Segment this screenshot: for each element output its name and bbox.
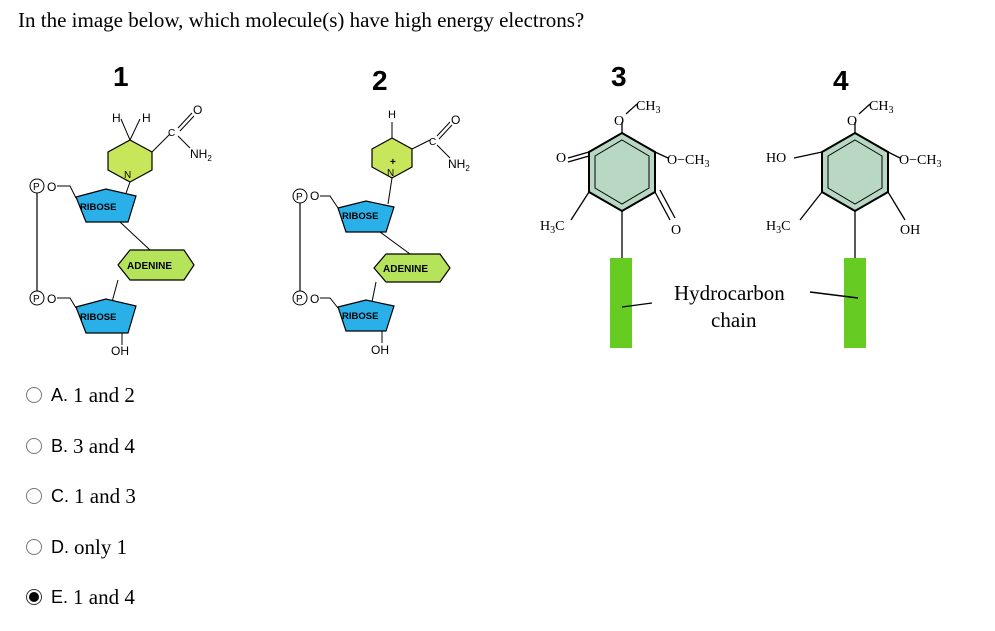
phosphate-2-top [292, 188, 308, 204]
option-a-text: 1 and 2 [73, 382, 135, 407]
svg-text:O: O [193, 103, 202, 117]
hydrocarbon-label-line1: Hydrocarbon [674, 281, 785, 305]
svg-text:RIBOSE: RIBOSE [80, 202, 116, 213]
svg-text:H3C: H3C [540, 219, 564, 236]
svg-text:N: N [124, 170, 131, 181]
svg-text:P: P [296, 192, 303, 203]
option-c-letter: C. [51, 485, 69, 506]
quinone-ring-3 [588, 131, 656, 213]
phosphate-1-bottom [29, 290, 45, 306]
svg-text:O: O [451, 113, 460, 127]
option-b-text: 3 and 4 [73, 433, 135, 458]
option-b[interactable]: B. 3 and 4 [26, 431, 135, 461]
ribose-2-bottom [337, 299, 395, 332]
svg-text:H: H [112, 111, 121, 125]
option-e-letter: E. [51, 586, 69, 607]
svg-text:P: P [296, 294, 303, 305]
ribose-1-top [75, 188, 137, 223]
svg-text:CH3: CH3 [636, 99, 660, 116]
svg-text:O: O [671, 223, 681, 238]
svg-text:CH3: CH3 [869, 99, 893, 116]
svg-text:OH: OH [111, 344, 129, 358]
molecule-figure: 1 2 3 4 P O P O H H N C O NH2 RIBOSE [29, 61, 941, 358]
svg-text:ADENINE: ADENINE [127, 261, 172, 272]
hydrocarbon-chain-3 [610, 258, 632, 348]
option-a-letter: A. [51, 384, 69, 405]
radio-selected-dot [29, 592, 39, 602]
svg-text:H3C: H3C [766, 219, 790, 236]
svg-text:HO: HO [766, 151, 786, 166]
svg-text:+: + [390, 157, 396, 168]
svg-text:O−CH3: O−CH3 [667, 153, 709, 170]
svg-text:O: O [614, 114, 624, 129]
svg-text:P: P [33, 294, 40, 305]
svg-text:O: O [556, 151, 566, 166]
molecule-number-2: 2 [372, 65, 388, 96]
molecule-number-1: 1 [113, 61, 129, 92]
radio-button-a[interactable] [26, 387, 42, 403]
option-d-text: only 1 [74, 534, 128, 559]
svg-text:H: H [142, 111, 151, 125]
adenine-1 [117, 249, 195, 281]
molecule-number-3: 3 [611, 61, 627, 92]
quinone-ring-4 [821, 131, 889, 213]
radio-button-c[interactable] [26, 488, 42, 504]
svg-text:RIBOSE: RIBOSE [342, 311, 378, 322]
svg-text:P: P [33, 182, 40, 193]
option-c-text: 1 and 3 [74, 483, 136, 508]
svg-text:C: C [429, 137, 436, 148]
option-e-text: 1 and 4 [73, 584, 135, 609]
svg-text:OH: OH [900, 223, 920, 238]
phosphate-2-bottom [292, 290, 308, 306]
svg-text:O−CH3: O−CH3 [899, 153, 941, 170]
ribose-2-top [337, 200, 395, 233]
svg-text:O: O [47, 292, 56, 306]
hydrocarbon-label-line2: chain [711, 308, 757, 332]
svg-text:NH2: NH2 [190, 147, 212, 163]
radio-button-b[interactable] [26, 438, 42, 454]
option-d-letter: D. [51, 536, 69, 557]
molecule-2-nad: P O P O H + N C O NH2 RIBOSE ADENINE RIB… [292, 109, 470, 357]
svg-text:O: O [310, 189, 319, 203]
molecule-3-quinone: O CH3 O O−CH3 H3C O [540, 99, 709, 348]
svg-text:O: O [310, 292, 319, 306]
radio-button-d[interactable] [26, 539, 42, 555]
svg-text:RIBOSE: RIBOSE [80, 312, 116, 323]
option-e[interactable]: E. 1 and 4 [26, 582, 135, 612]
ribose-1-bottom [75, 298, 137, 334]
adenine-2 [373, 253, 451, 283]
svg-text:NH2: NH2 [448, 157, 470, 173]
option-c[interactable]: C. 1 and 3 [26, 481, 136, 511]
svg-text:H: H [388, 109, 396, 121]
option-a[interactable]: A. 1 and 2 [26, 380, 135, 410]
svg-text:ADENINE: ADENINE [383, 264, 428, 275]
hydrocarbon-chain-4 [844, 258, 866, 348]
svg-text:O: O [847, 114, 857, 129]
question-text: In the image below, which molecule(s) ha… [18, 8, 585, 32]
svg-text:O: O [47, 180, 56, 194]
molecule-4-quinol: O CH3 HO O−CH3 H3C OH [766, 99, 941, 348]
svg-text:N: N [387, 168, 394, 179]
molecule-number-4: 4 [833, 65, 849, 96]
svg-text:RIBOSE: RIBOSE [342, 211, 378, 222]
molecule-1-nadh: P O P O H H N C O NH2 RIBOSE ADENINE RIB… [29, 103, 212, 358]
option-b-letter: B. [51, 435, 69, 456]
svg-text:C: C [168, 128, 175, 139]
svg-text:OH: OH [371, 343, 389, 357]
radio-button-e[interactable] [26, 589, 42, 605]
option-d[interactable]: D. only 1 [26, 532, 127, 562]
phosphate-1-top [29, 178, 45, 194]
